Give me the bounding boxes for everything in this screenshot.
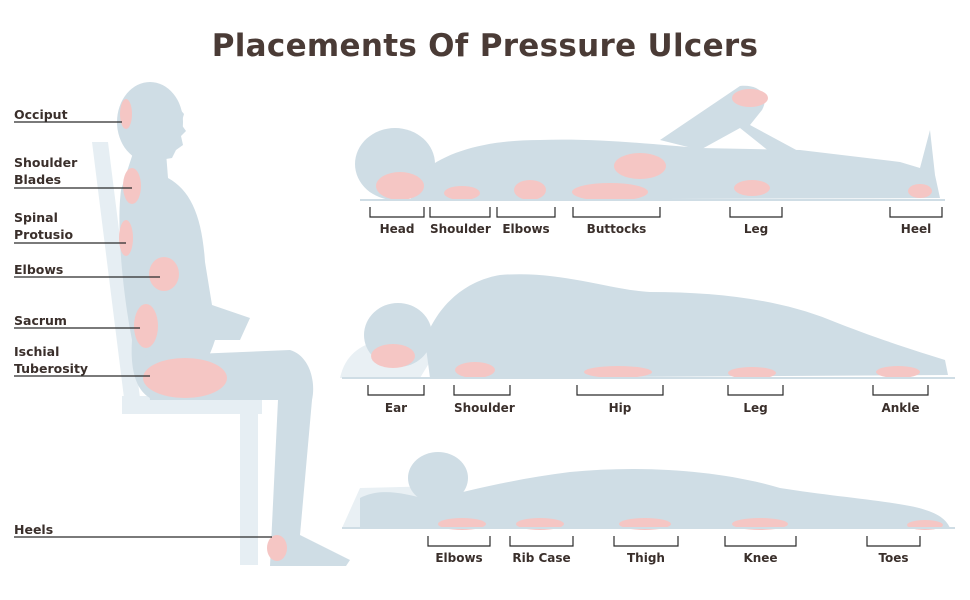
bracket bbox=[367, 385, 425, 396]
sitting-label-line: Tuberosity bbox=[14, 361, 89, 376]
bracket bbox=[572, 207, 661, 218]
side-lying-figure bbox=[340, 274, 948, 379]
side-label-ear: Ear bbox=[384, 401, 408, 415]
bracket bbox=[729, 207, 783, 218]
prone-label-elbows: Elbows bbox=[435, 551, 483, 565]
sitting-label-line: Protusio bbox=[14, 227, 74, 242]
prone-label-rib-case: Rib Case bbox=[512, 551, 571, 565]
bracket bbox=[509, 536, 574, 547]
sitting-label-line: Elbows bbox=[14, 262, 64, 277]
ulcer-marker bbox=[149, 257, 179, 291]
sitting-label-line: Sacrum bbox=[14, 313, 67, 328]
prone-figure bbox=[342, 452, 950, 530]
side-label-shoulder: Shoulder bbox=[454, 401, 515, 415]
label-brackets bbox=[367, 207, 943, 547]
prone-label-knee: Knee bbox=[743, 551, 778, 565]
sitting-label-line: Heels bbox=[14, 522, 54, 537]
supine-figure bbox=[355, 85, 940, 201]
page-title: Placements Of Pressure Ulcers bbox=[211, 28, 759, 64]
ulcer-marker bbox=[123, 168, 141, 204]
sitting-label-line: Ischial bbox=[14, 344, 60, 359]
sitting-label-sacrum: Sacrum bbox=[14, 312, 67, 329]
prone-label-toes: Toes bbox=[878, 551, 909, 565]
ulcer-marker bbox=[143, 358, 227, 398]
bracket bbox=[427, 536, 491, 547]
bracket bbox=[453, 385, 511, 396]
bracket bbox=[724, 536, 797, 547]
side-label-hip: Hip bbox=[608, 401, 632, 415]
bracket bbox=[576, 385, 664, 396]
ulcer-marker bbox=[267, 535, 287, 561]
side-label-leg: Leg bbox=[743, 401, 768, 415]
sitting-label-elbows: Elbows bbox=[14, 261, 63, 278]
supine-label-leg: Leg bbox=[743, 222, 769, 236]
chair bbox=[92, 142, 262, 565]
ulcer-marker bbox=[134, 304, 158, 348]
bracket bbox=[727, 385, 784, 396]
supine-label-elbows: Elbows bbox=[502, 222, 550, 236]
sitting-ulcer-markers bbox=[119, 99, 287, 561]
prone-label-thigh: Thigh bbox=[627, 551, 665, 565]
bracket bbox=[872, 385, 929, 396]
bracket bbox=[496, 207, 556, 218]
bracket bbox=[369, 207, 425, 218]
side-label-ankle: Ankle bbox=[881, 401, 920, 415]
supine-label-heel: Heel bbox=[900, 222, 932, 236]
sitting-label-heels: Heels bbox=[14, 521, 53, 538]
floor-lines bbox=[342, 199, 955, 529]
supine-label-head: Head bbox=[379, 222, 415, 236]
bracket bbox=[613, 536, 679, 547]
bracket bbox=[866, 536, 921, 547]
sitting-label-line: Blades bbox=[14, 172, 62, 187]
bracket bbox=[429, 207, 491, 218]
supine-label-shoulder: Shoulder bbox=[430, 222, 491, 236]
ulcer-marker bbox=[120, 99, 132, 129]
sitting-label-line: Spinal bbox=[14, 210, 58, 225]
ulcer-marker bbox=[119, 220, 133, 256]
sitting-label-line: Occiput bbox=[14, 107, 68, 122]
label-leader-lines bbox=[14, 121, 272, 538]
sitting-label-occiput: Occiput bbox=[14, 106, 68, 123]
bracket bbox=[889, 207, 943, 218]
sitting-label-line: Shoulder bbox=[14, 155, 78, 170]
supine-label-buttocks: Buttocks bbox=[586, 222, 647, 236]
